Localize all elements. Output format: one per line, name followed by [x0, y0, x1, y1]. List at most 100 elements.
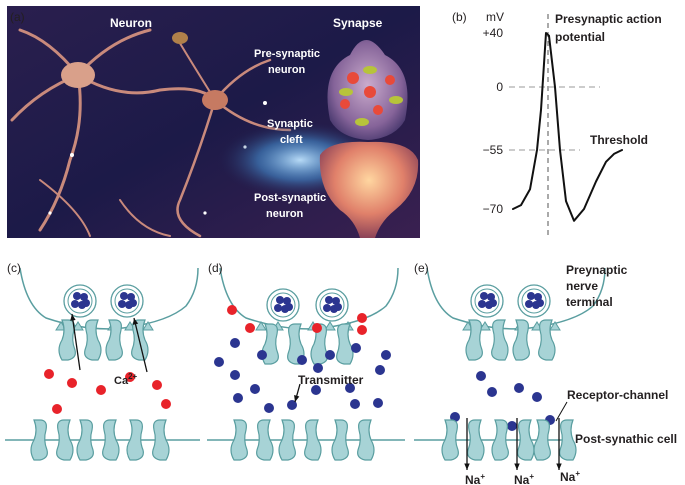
transmitter-molecule: [381, 350, 391, 360]
transmitter-molecule: [311, 385, 321, 395]
sodium-influx-arrow: [556, 418, 562, 470]
chart-title-line2: potential: [555, 30, 605, 44]
transmitter-in-vesicle: [325, 296, 333, 304]
receptor-channel-c: [30, 419, 74, 461]
channel-subunit-right: [287, 323, 305, 365]
calcium-ion: [357, 313, 367, 323]
channel-subunit-right: [102, 419, 120, 461]
transmitter-in-vesicle: [536, 299, 544, 307]
transmitter-molecule: [264, 403, 274, 413]
panel-a-tag: (a): [10, 10, 25, 24]
terminal-membrane: [219, 267, 399, 330]
sodium-label: Na+: [514, 472, 534, 485]
transmitter-in-vesicle: [71, 300, 79, 308]
transmitter-molecule: [233, 393, 243, 403]
calcium-label: Ca2+: [114, 372, 138, 387]
channel-subunit-left: [76, 419, 94, 461]
channel-subunit-left: [230, 419, 248, 461]
arrow-head: [132, 318, 139, 325]
calcium-ion: [67, 378, 77, 388]
receptor-channel-c: [76, 419, 120, 461]
channel-subunit-left: [441, 419, 459, 461]
panel-c-tag: (c): [7, 261, 21, 275]
transmitter-in-vesicle: [129, 299, 137, 307]
panel-b: (b) mV +400−55−70 Presynaptic action pot…: [452, 10, 662, 235]
y-tick-label: +40: [483, 26, 504, 40]
calcium-influx-arrow-1: [70, 313, 81, 371]
y-unit-label: mV: [486, 10, 504, 24]
receptor-pointer: [555, 401, 568, 422]
transmitter-in-vesicle: [478, 300, 486, 308]
panel-a: (a) Neuron Synapse Pre-synaptic neuron S…: [7, 6, 420, 238]
calcium-ion: [227, 305, 237, 315]
transmitter-molecule: [297, 355, 307, 365]
calcium-influx-arrow-2: [132, 317, 148, 373]
y-tick-label: 0: [496, 80, 503, 94]
channel-subunit-left: [512, 319, 530, 361]
transmitter-molecule: [350, 399, 360, 409]
ca-channel-c1: [58, 319, 102, 361]
transmitter-molecule: [313, 363, 323, 373]
transmitter-in-vesicle: [274, 304, 282, 312]
transmitter-molecule: [214, 357, 224, 367]
threshold-label: Threshold: [590, 133, 648, 147]
transmitter-in-vesicle: [285, 303, 293, 311]
channel-subunit-right: [491, 319, 509, 361]
arrow-shaft: [71, 313, 81, 371]
active-zone-marker: [479, 321, 491, 331]
terminal-label-line1: Preynaptic: [566, 263, 628, 277]
transmitter-in-vesicle: [489, 299, 497, 307]
channel-subunit-left: [30, 419, 48, 461]
panel-d: [207, 267, 405, 461]
calcium-ion: [161, 399, 171, 409]
transmitter-molecule: [375, 365, 385, 375]
synaptic-cleft-label-line1: Synaptic: [267, 118, 313, 130]
transmitter-molecule: [351, 343, 361, 353]
receptor-channel-label: Receptor-channel: [567, 388, 668, 402]
neuron-soma-2: [202, 90, 228, 110]
active-zone-marker: [142, 321, 154, 331]
transmitter-in-vesicle: [118, 300, 126, 308]
neuron-label: Neuron: [110, 16, 152, 30]
transmitter-in-vesicle: [525, 300, 533, 308]
transmitter-molecule: [507, 421, 517, 431]
calcium-ion: [52, 404, 62, 414]
chart-plot: [509, 14, 623, 235]
active-zone-marker: [324, 321, 336, 331]
transmitter-molecule: [250, 384, 260, 394]
transmitter-molecule: [230, 370, 240, 380]
arrow-head: [464, 463, 470, 470]
transmitter-in-vesicle: [120, 292, 128, 300]
vesicle-d1: [266, 288, 300, 322]
transmitter-molecule: [373, 398, 383, 408]
transmitter-molecule: [514, 383, 524, 393]
arrow-head: [556, 463, 562, 470]
arrow-head: [514, 463, 520, 470]
vesicle-c2: [110, 284, 144, 318]
synaptic-cleft-label-line2: cleft: [280, 134, 303, 146]
arrow-head: [294, 395, 300, 402]
transmitter-molecule: [257, 350, 267, 360]
ca-channel-d2: [310, 323, 354, 365]
calcium-ion: [96, 385, 106, 395]
channel-subunit-left: [126, 419, 144, 461]
calcium-ion: [44, 369, 54, 379]
sodium-influx-arrow: [514, 418, 520, 470]
presynaptic-terminal-d: [219, 267, 399, 331]
active-zone-marker: [255, 321, 267, 331]
sodium-label: Na+: [465, 472, 485, 485]
channel-subunit-right: [538, 319, 556, 361]
post-synaptic-label-line2: neuron: [266, 208, 304, 220]
receptor-channel-d: [331, 419, 375, 461]
channel-subunit-right: [304, 419, 322, 461]
ca-channel-e1: [465, 319, 509, 361]
channel-subunit-right: [152, 419, 170, 461]
channel-subunit-right: [256, 419, 274, 461]
pre-synaptic-label-line1: Pre-synaptic: [254, 48, 320, 60]
sodium-influx-arrow: [464, 418, 470, 470]
transmitter-molecule: [345, 383, 355, 393]
vesicles: [339, 66, 403, 126]
post-synaptic-label-line1: Post-synaptic: [254, 192, 326, 204]
postsynaptic-bulb: [319, 141, 419, 238]
panel-b-tag: (b): [452, 10, 467, 24]
